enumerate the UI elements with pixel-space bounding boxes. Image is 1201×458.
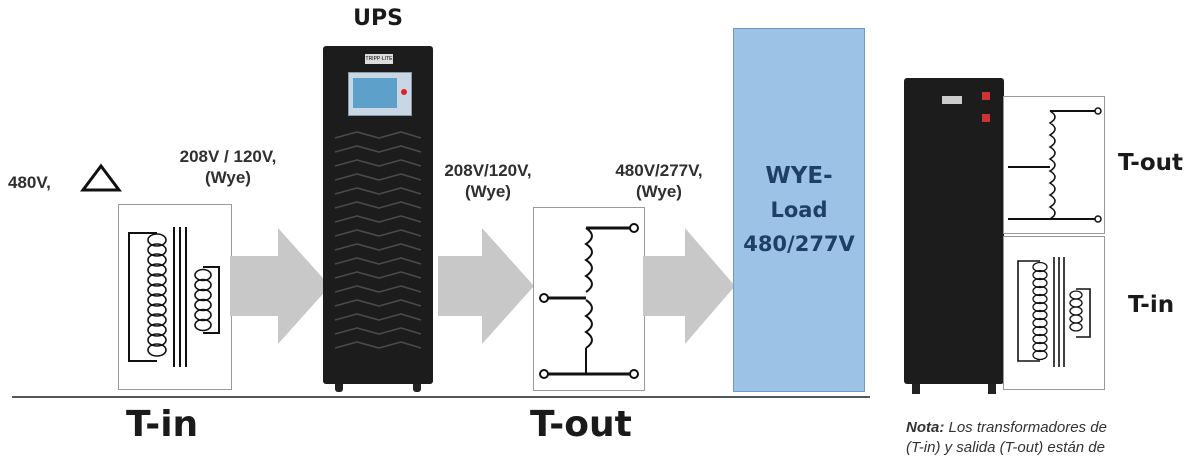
ups-input-voltage-line1: 208V / 120V, xyxy=(179,147,277,166)
ups-input-voltage-line2: (Wye) xyxy=(205,168,251,187)
flow-arrow-1 xyxy=(230,228,330,344)
delta-icon xyxy=(80,163,122,192)
ups-cabinet: TRIPP·LITE xyxy=(323,46,433,392)
transformer-step-down-symbol xyxy=(128,227,220,367)
ups-display-screen xyxy=(353,78,397,108)
cabinet-indicator-2 xyxy=(982,114,990,122)
ups-label: UPS xyxy=(353,6,403,31)
ups-foot-left xyxy=(335,384,343,392)
load-voltage: 480/277V xyxy=(743,232,855,256)
side-transformer-symbol xyxy=(1017,257,1091,367)
t-in-transformer xyxy=(118,204,232,390)
note-bold-label: Nota: xyxy=(906,419,945,436)
input-voltage-label: 480V, xyxy=(8,172,51,193)
side-t-in-transformer xyxy=(1003,236,1105,390)
ups-power-button xyxy=(401,89,407,95)
brand-badge-text: TRIPP·LITE xyxy=(365,56,393,62)
side-autotransformer-symbol xyxy=(1008,107,1102,223)
note-line-1-text: Los transformadores de xyxy=(944,419,1107,436)
integrated-cabinet xyxy=(904,78,1004,394)
transformer-output-voltage-line2: (Wye) xyxy=(636,182,682,201)
ups-vent-pattern xyxy=(334,131,422,349)
cabinet-foot-right xyxy=(988,384,996,394)
input-voltage-text: 480V, xyxy=(8,173,51,192)
bottom-label-t-in: T-in xyxy=(126,404,199,445)
flow-arrow-3 xyxy=(643,228,735,344)
note-line-1: Nota: Los transformadores de xyxy=(906,418,1107,438)
ups-display-panel xyxy=(348,72,412,116)
note-line-2: (T-in) y salida (T-out) están de xyxy=(906,439,1105,456)
cabinet-brand-badge xyxy=(942,96,962,104)
t-out-transformer xyxy=(533,207,645,391)
transformer-output-voltage-label: 480V/277V, (Wye) xyxy=(604,160,714,202)
ups-input-voltage-label: 208V / 120V, (Wye) xyxy=(154,146,302,188)
ups-output-voltage-line2: (Wye) xyxy=(465,182,511,201)
bottom-label-t-out: T-out xyxy=(530,404,632,445)
floor-line xyxy=(12,396,870,398)
brand-badge: TRIPP·LITE xyxy=(365,54,393,64)
cabinet-foot-left xyxy=(912,384,920,394)
load-title: WYE- xyxy=(765,163,833,189)
ups-output-voltage-line1: 208V/120V, xyxy=(444,161,532,180)
cabinet-indicator-1 xyxy=(982,92,990,100)
transformer-output-voltage-line1: 480V/277V, xyxy=(615,161,703,180)
wye-load-box: WYE- Load 480/277V xyxy=(733,28,865,392)
ups-output-voltage-label: 208V/120V, (Wye) xyxy=(438,160,538,202)
side-t-out-transformer xyxy=(1003,96,1105,234)
side-label-t-in: T-in xyxy=(1128,292,1175,318)
ups-foot-right xyxy=(413,384,421,392)
flow-arrow-2 xyxy=(438,228,534,344)
autotransformer-symbol xyxy=(539,223,639,379)
load-subtitle: Load xyxy=(770,198,828,222)
note-text: Nota: Los transformadores de (T-in) y sa… xyxy=(906,418,1107,458)
side-label-t-out: T-out xyxy=(1118,150,1184,176)
